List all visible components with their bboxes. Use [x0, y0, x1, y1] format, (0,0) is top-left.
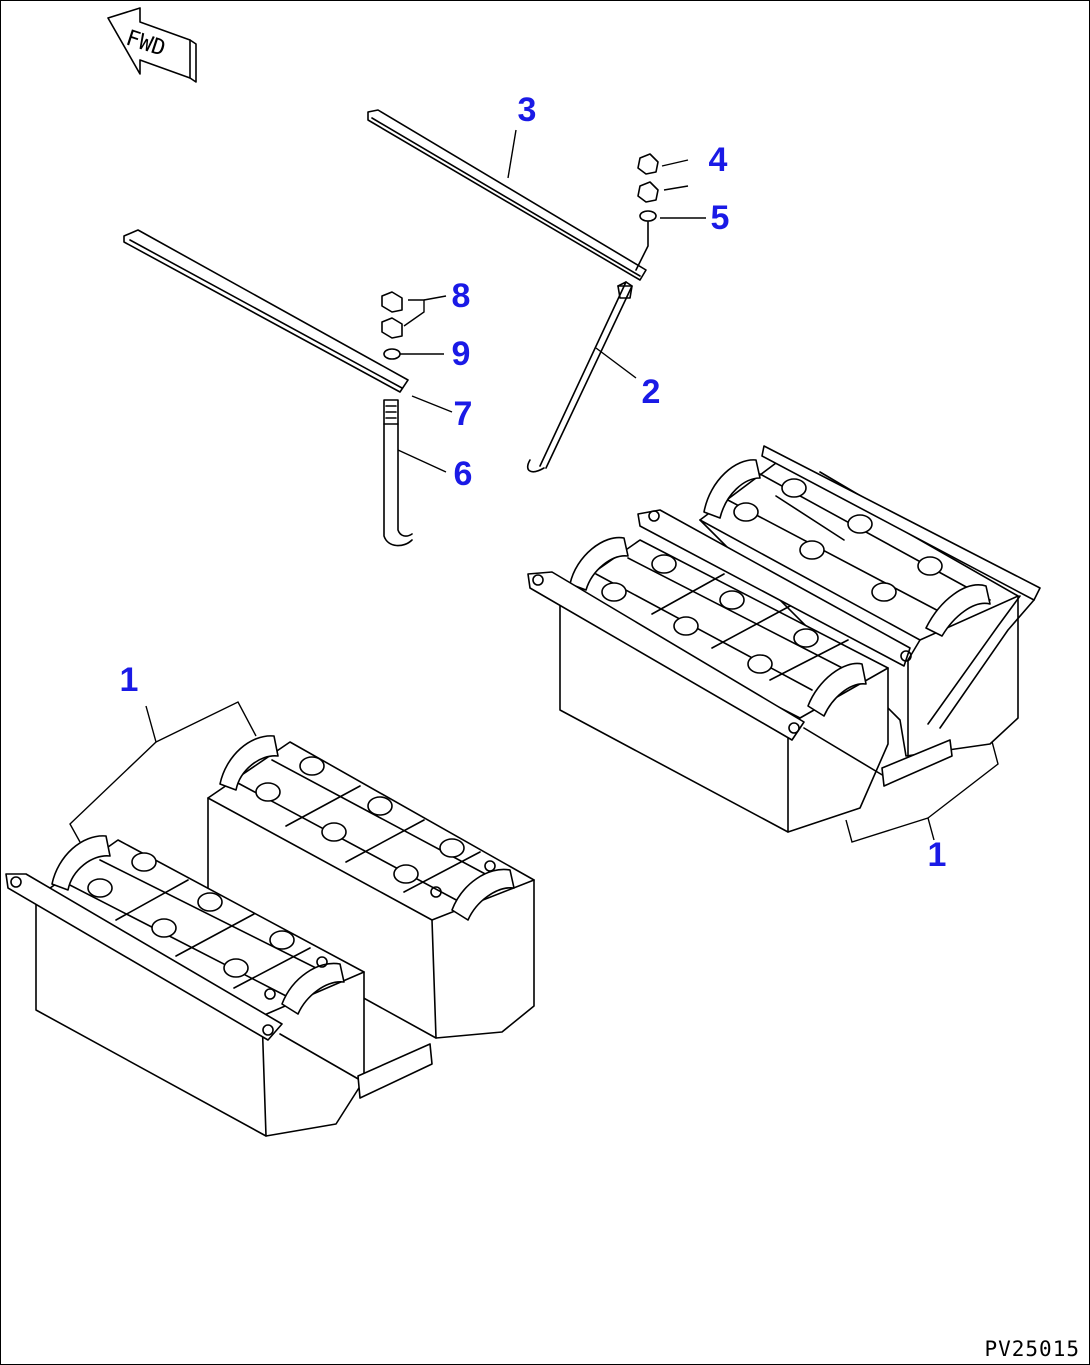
- fwd-arrow: FWD: [107, 7, 197, 83]
- callout-6: 6: [453, 455, 473, 493]
- leader-lines: [69, 129, 999, 843]
- bolt-right: [526, 281, 633, 473]
- battery-group-left: [5, 735, 535, 1137]
- callout-2: 2: [641, 373, 661, 411]
- battery-right-front: [527, 509, 953, 833]
- battery-left-front: [5, 835, 433, 1137]
- drawing-code: PV25015: [984, 1337, 1080, 1361]
- callout-9: 9: [451, 335, 471, 373]
- bar-upper-right: [367, 109, 647, 281]
- battery-right-rear: [699, 445, 1041, 757]
- callout-4: 4: [708, 141, 728, 179]
- callout-8: 8: [451, 277, 471, 315]
- battery-left-rear: [207, 735, 535, 1039]
- callout-1-right: 1: [927, 836, 947, 874]
- nuts-left: [381, 291, 403, 360]
- callout-5: 5: [710, 199, 730, 237]
- callout-3: 3: [517, 91, 537, 129]
- bolt-left: [383, 399, 413, 547]
- callout-7: 7: [453, 395, 473, 433]
- battery-group-right: [527, 445, 1041, 833]
- nuts-right: [635, 153, 659, 271]
- callout-1-left: 1: [119, 661, 139, 699]
- bar-left: [123, 229, 409, 393]
